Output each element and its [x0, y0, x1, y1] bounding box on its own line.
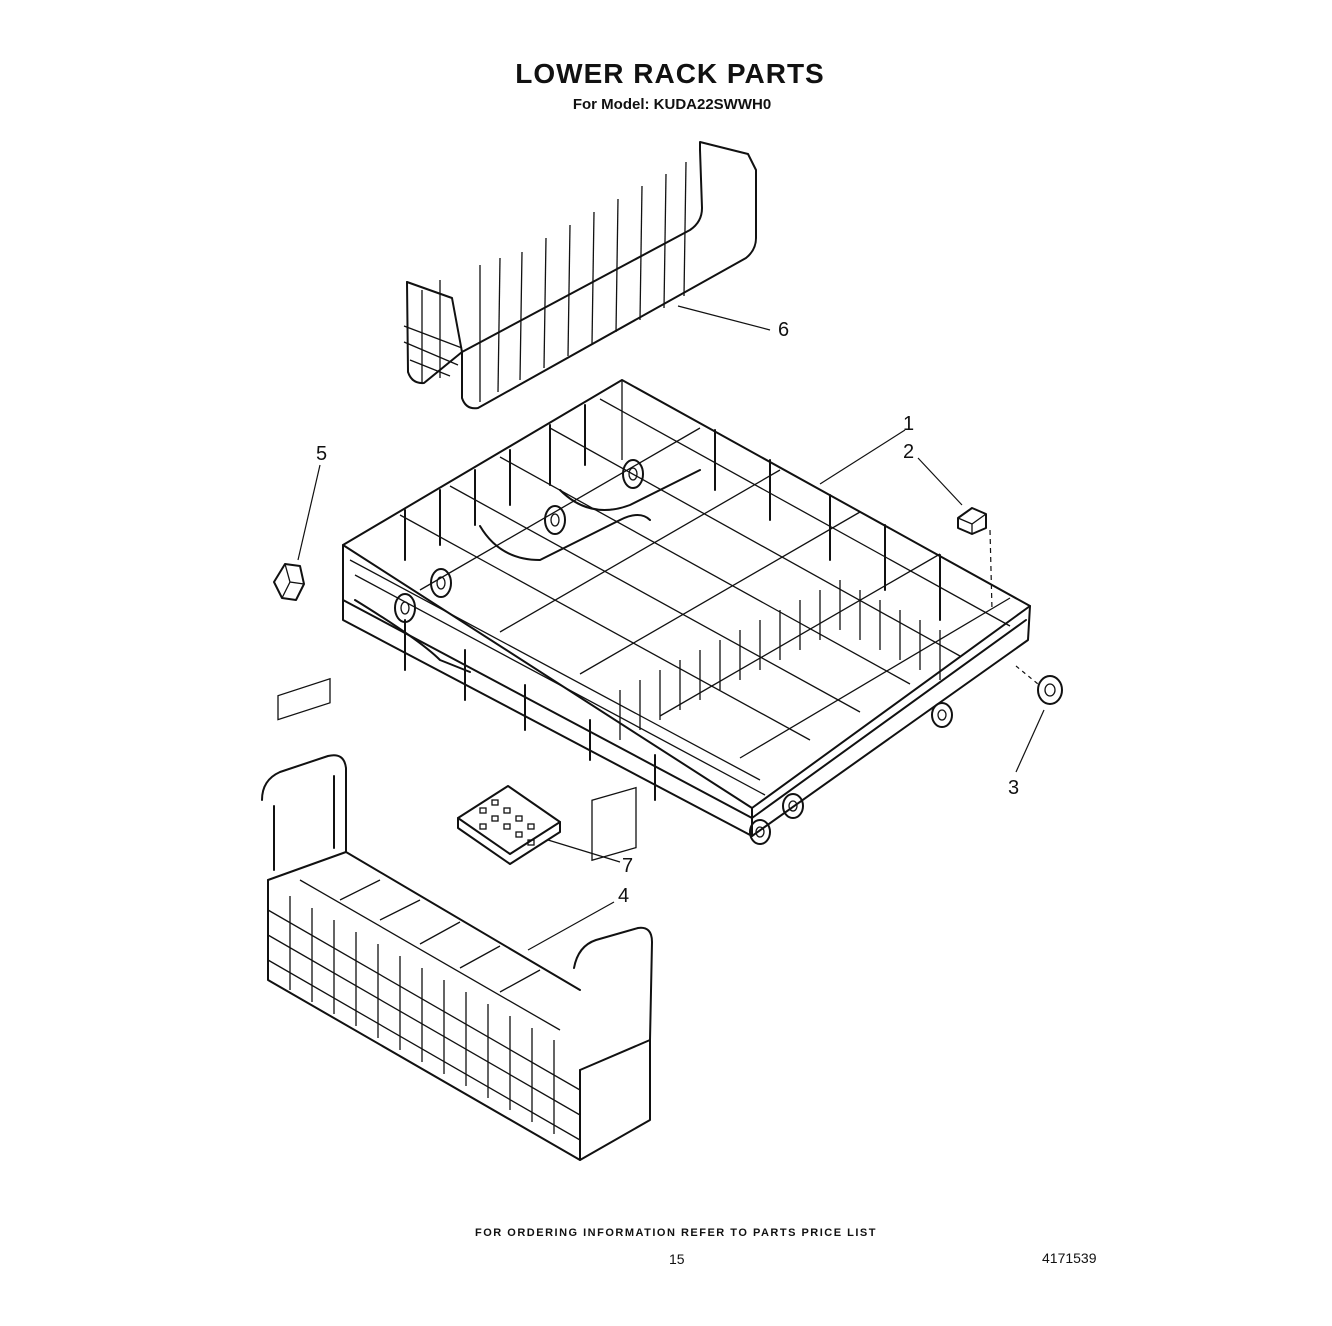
callout-6: 6: [778, 319, 789, 341]
callout-1: 1: [903, 413, 914, 435]
leader-line-4: [527, 901, 615, 951]
document-id: 4171539: [1042, 1250, 1097, 1266]
ordering-info-note: FOR ORDERING INFORMATION REFER TO PARTS …: [475, 1227, 877, 1239]
lower-rack: [342, 379, 1031, 845]
rack-clip: [957, 507, 993, 611]
callout-3: 3: [1008, 777, 1019, 799]
page-number: 15: [669, 1251, 685, 1267]
callout-5: 5: [316, 443, 327, 465]
rack-wheel: [1015, 665, 1063, 705]
leader-line-2: [917, 457, 963, 506]
callout-2: 2: [903, 441, 914, 463]
leader-line-5: [297, 464, 321, 561]
silverware-basket: [261, 677, 653, 1161]
callout-4: 4: [618, 885, 629, 907]
leader-line-7: [547, 839, 621, 863]
tine-clip: [273, 563, 305, 601]
leader-line-1: [819, 429, 906, 485]
leader-line-3: [1015, 709, 1045, 773]
leader-line-6: [677, 305, 771, 331]
callout-7: 7: [622, 855, 633, 877]
tine-row-insert: [403, 141, 757, 410]
page-title: LOWER RACK PARTS: [515, 58, 825, 89]
basket-cover: [457, 785, 561, 865]
model-subtitle: For Model: KUDA22SWWH0: [572, 96, 772, 113]
